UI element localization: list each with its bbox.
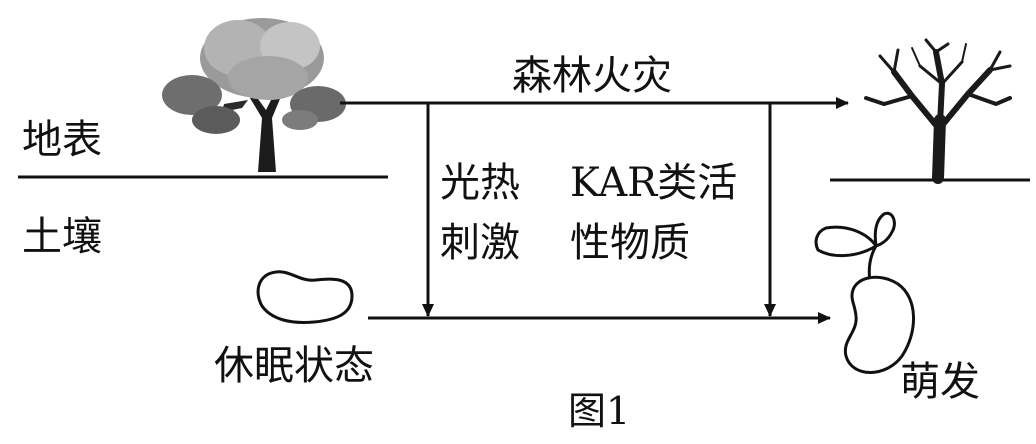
kar-label-line1: KAR类活	[570, 160, 738, 206]
soil-label: 土壤	[22, 214, 102, 260]
burnt-tree-icon	[864, 38, 1012, 184]
light-heat-label-line1: 光热	[440, 160, 520, 206]
forest-fire-label: 森林火灾	[512, 53, 672, 99]
live-tree-icon	[162, 18, 346, 172]
seedling-icon	[814, 211, 915, 374]
dormant-label: 休眠状态	[214, 343, 374, 389]
seed-icon	[256, 270, 354, 324]
germinate-label: 萌发	[900, 359, 980, 405]
figure-caption: 图1	[568, 389, 631, 433]
light-heat-label-line2: 刺激	[440, 220, 520, 266]
surface-label: 地表	[22, 117, 102, 163]
kar-label-line2: 性物质	[570, 220, 690, 266]
